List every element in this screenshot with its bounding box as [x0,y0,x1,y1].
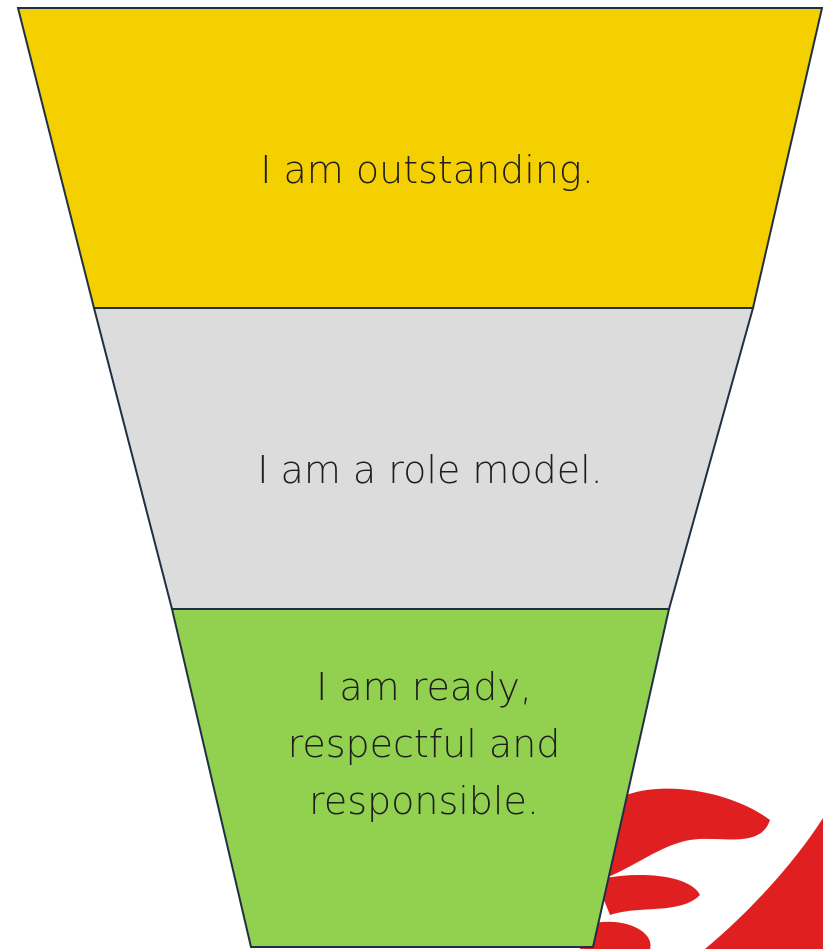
tier-3-label-line-2: respectful and [288,722,561,766]
swoosh-stripe-top [600,788,770,880]
tier-3-label-line-3: responsible. [309,779,539,823]
tier-2-label: I am a role model. [257,448,603,492]
swoosh-wing-right [705,818,823,949]
tier-1-label: I am outstanding. [260,148,594,192]
swoosh-stripe-middle [596,875,700,915]
tier-3-label-line-1: I am ready, [316,665,532,709]
logo-swoosh-decoration [580,788,823,949]
tier-3-shape [170,608,671,948]
